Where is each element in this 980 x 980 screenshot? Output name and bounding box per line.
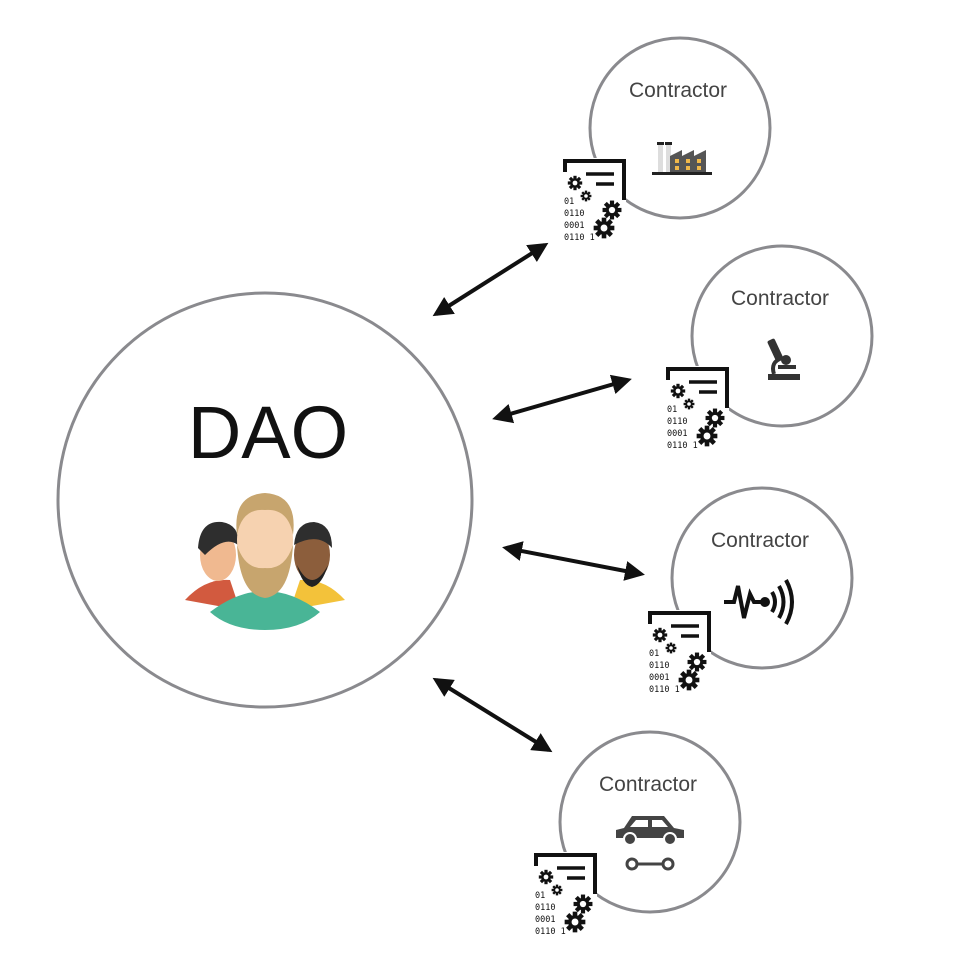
smart-contract-icon: 01 0110 0001 0110 1 (562, 158, 626, 246)
contractor-label: Contractor (599, 773, 697, 796)
smart-contract-icon: 01 0110 0001 0110 1 (665, 366, 729, 454)
arrow-dao-contractor-1 (432, 242, 549, 317)
contractor-label: Contractor (731, 287, 829, 310)
binary-line: 0110 (535, 903, 555, 913)
binary-line: 01 (649, 649, 659, 659)
binary-line: 0110 (649, 661, 669, 671)
binary-line: 0001 (667, 429, 687, 439)
binary-line: 0110 (667, 417, 687, 427)
microscope-icon (767, 338, 800, 380)
contractor-circle (670, 486, 854, 670)
contractor-node-1: Contractor 01 0110 0001 0110 1 (562, 36, 772, 246)
contractor-node-2: Contractor 01 0110 0001 0110 1 (665, 244, 874, 454)
contractor-node-4: Contractor 01 0110 0001 0110 1 (533, 730, 742, 940)
people-group-icon (185, 493, 345, 630)
binary-line: 0110 (564, 209, 584, 219)
arrow-dao-contractor-3 (502, 541, 645, 581)
signal-wave-icon (724, 579, 794, 625)
binary-line: 01 (535, 891, 545, 901)
dao-node: DAO (56, 291, 474, 709)
factory-icon (652, 142, 712, 175)
binary-line: 0110 1 (667, 441, 698, 451)
connections (432, 242, 645, 753)
contractor-label: Contractor (629, 79, 727, 102)
contractor-node-3: Contractor 01 0110 0001 0110 1 (647, 486, 854, 698)
binary-line: 01 (564, 197, 574, 207)
smart-contract-icon: 01 0110 0001 0110 1 (533, 852, 597, 940)
arrow-dao-contractor-2 (492, 374, 632, 424)
contractor-circle (690, 244, 874, 428)
binary-line: 0001 (649, 673, 669, 683)
dao-title: DAO (188, 391, 348, 474)
contractor-circle (588, 36, 772, 220)
arrow-dao-contractor-4 (432, 677, 553, 753)
contractor-label: Contractor (711, 529, 809, 552)
binary-line: 0001 (564, 221, 584, 231)
binary-line: 0110 1 (649, 685, 680, 695)
smart-contract-icon: 01 0110 0001 0110 1 (647, 610, 711, 698)
binary-line: 0110 1 (564, 233, 595, 243)
binary-line: 0110 1 (535, 927, 566, 937)
binary-line: 0001 (535, 915, 555, 925)
car-icon (616, 816, 684, 871)
binary-line: 01 (667, 405, 677, 415)
